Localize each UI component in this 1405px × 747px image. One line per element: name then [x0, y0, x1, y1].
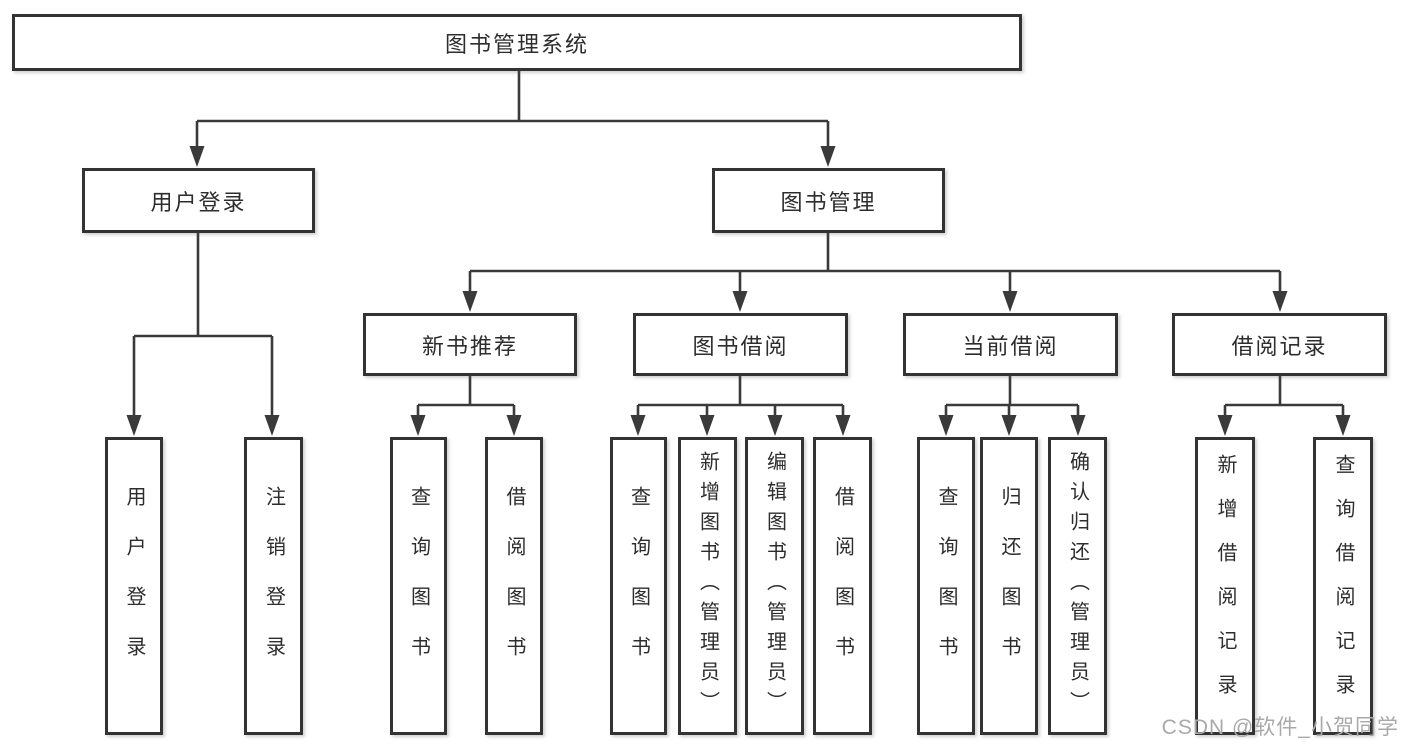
- arrowhead: [699, 415, 715, 436]
- connector-borrow-record-to-leaves: [1223, 376, 1345, 419]
- node-label: 图书借阅: [692, 333, 789, 359]
- arrowhead: [126, 415, 142, 436]
- node-book-borrowing: 图书借阅: [633, 313, 848, 376]
- leaf-add-book-admin: 新增图书（管理员）: [678, 437, 737, 735]
- leaf-query-books-current: 查询图书: [917, 437, 975, 735]
- node-label: 图书管理: [780, 189, 877, 215]
- arrowhead: [732, 291, 748, 312]
- arrowhead: [1335, 415, 1351, 436]
- leaf-user-login: 用户登录: [105, 437, 163, 735]
- arrowhead: [189, 146, 205, 167]
- leaf-confirm-return-admin: 确认归还（管理员）: [1048, 437, 1107, 735]
- leaf-query-borrow-record: 查询借阅记录: [1313, 437, 1373, 735]
- node-label: 归还图书: [998, 486, 1020, 686]
- connector-new-book-to-leaves: [416, 376, 516, 419]
- leaf-query-books-borrowing: 查询图书: [610, 437, 667, 735]
- csdn-watermark: CSDN @软件_小贺同学: [1161, 716, 1399, 739]
- node-label: 用户登录: [123, 486, 145, 686]
- arrowhead: [1002, 291, 1018, 312]
- leaf-return-books: 归还图书: [980, 437, 1038, 735]
- connector-book-management-to-level2: [468, 233, 1282, 295]
- node-label: 查询图书: [627, 486, 650, 686]
- node-label: 新增借阅记录: [1214, 454, 1236, 718]
- arrowhead: [506, 415, 522, 436]
- node-label: 用户登录: [150, 189, 247, 215]
- arrowhead: [1070, 415, 1086, 436]
- node-book-management: 图书管理: [712, 168, 945, 233]
- connector-root-to-level1: [195, 70, 830, 150]
- leaf-borrow-books-borrowing: 借阅图书: [813, 437, 872, 735]
- connector-current-borrow-to-leaves: [944, 376, 1080, 419]
- arrowhead: [835, 415, 851, 436]
- node-current-borrowing: 当前借阅: [903, 313, 1118, 376]
- node-label: 借阅记录: [1231, 333, 1328, 359]
- node-label: 借阅图书: [503, 486, 525, 686]
- node-label: 查询图书: [935, 486, 957, 686]
- node-system-root: 图书管理系统: [12, 14, 1022, 71]
- leaf-logout: 注销登录: [244, 437, 303, 735]
- arrowhead: [462, 291, 478, 312]
- node-label: 借阅图书: [831, 486, 854, 686]
- arrowhead: [1217, 415, 1233, 436]
- arrowhead: [767, 415, 783, 436]
- arrowhead: [264, 415, 280, 436]
- node-label: 新增图书（管理员）: [696, 451, 719, 721]
- leaf-edit-book-admin: 编辑图书（管理员）: [745, 437, 804, 735]
- node-borrow-records: 借阅记录: [1172, 313, 1387, 376]
- leaf-add-borrow-record: 新增借阅记录: [1195, 437, 1255, 735]
- arrowhead: [410, 415, 426, 436]
- connector-user-login-to-leaves: [132, 233, 274, 419]
- node-label: 编辑图书（管理员）: [763, 451, 786, 721]
- arrowhead: [938, 415, 954, 436]
- node-label: 当前借阅: [962, 333, 1059, 359]
- node-label: 注销登录: [262, 486, 285, 686]
- arrowhead: [1001, 415, 1017, 436]
- node-label: 新书推荐: [421, 333, 518, 359]
- arrowhead: [1272, 291, 1288, 312]
- leaf-borrow-books-recommend: 借阅图书: [485, 437, 543, 735]
- node-label: 查询借阅记录: [1332, 454, 1354, 718]
- node-label: 图书管理系统: [444, 31, 589, 57]
- arrowhead: [820, 146, 836, 167]
- node-label: 查询图书: [407, 486, 430, 686]
- leaf-query-books-recommend: 查询图书: [390, 437, 447, 735]
- arrowhead: [630, 415, 646, 436]
- node-new-book-recommend: 新书推荐: [363, 313, 577, 376]
- node-user-login: 用户登录: [82, 168, 315, 233]
- node-label: 确认归还（管理员）: [1066, 451, 1089, 721]
- connector-book-borrow-to-leaves: [636, 376, 845, 419]
